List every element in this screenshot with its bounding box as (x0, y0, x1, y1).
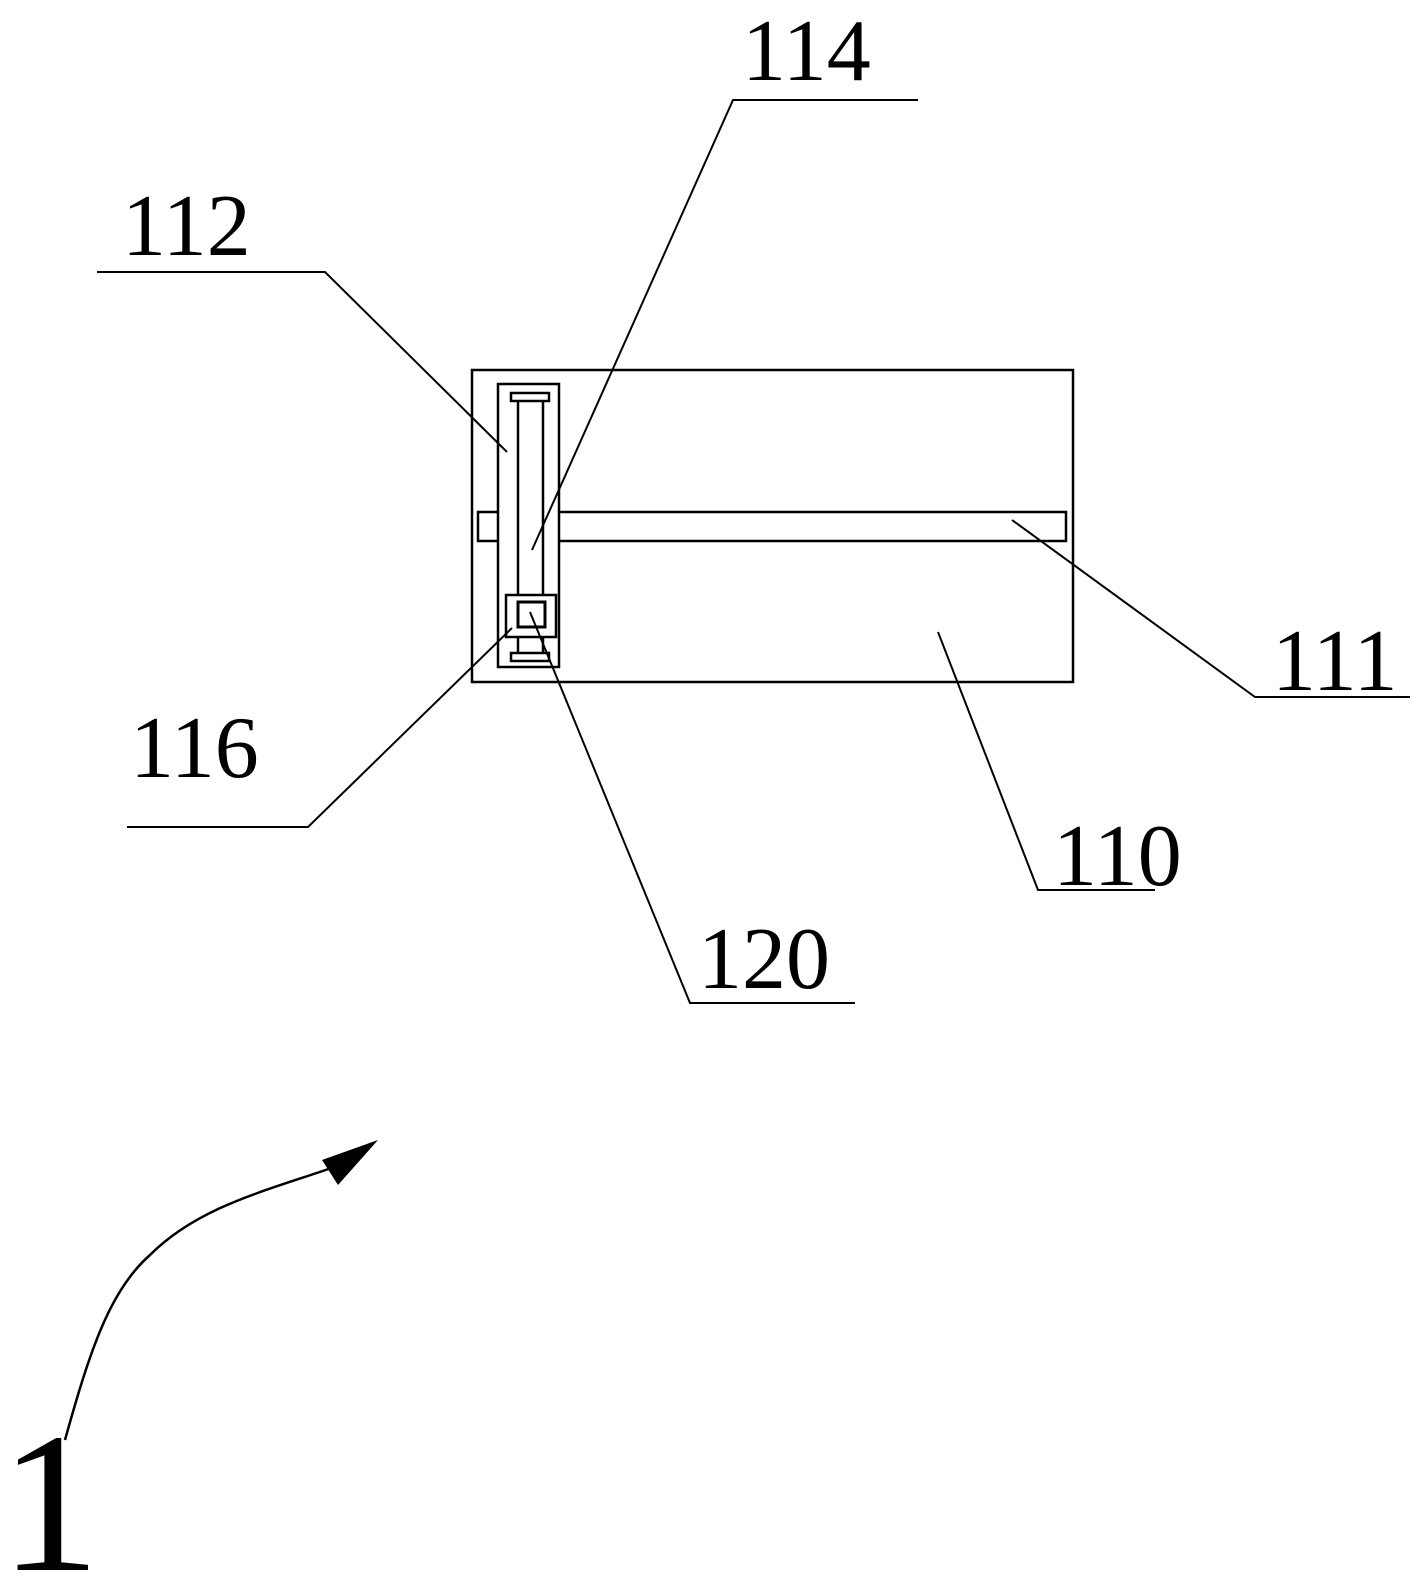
base-plate-110 (470, 368, 1075, 684)
label-116: 116 (130, 700, 259, 797)
sensor-120 (516, 600, 547, 629)
guide-bar-111 (476, 510, 1068, 543)
label-112: 112 (122, 178, 251, 275)
leader-lines (63, 99, 1410, 1441)
label-120: 120 (698, 911, 830, 1008)
label-111: 111 (1272, 613, 1397, 710)
label-110: 110 (1053, 808, 1182, 905)
label-114: 114 (742, 3, 871, 100)
arrowhead-icon (322, 1140, 378, 1185)
label-assembly-1: 1 (0, 1393, 100, 1574)
assembly-arrow (63, 1163, 341, 1441)
top-stop (509, 391, 551, 403)
